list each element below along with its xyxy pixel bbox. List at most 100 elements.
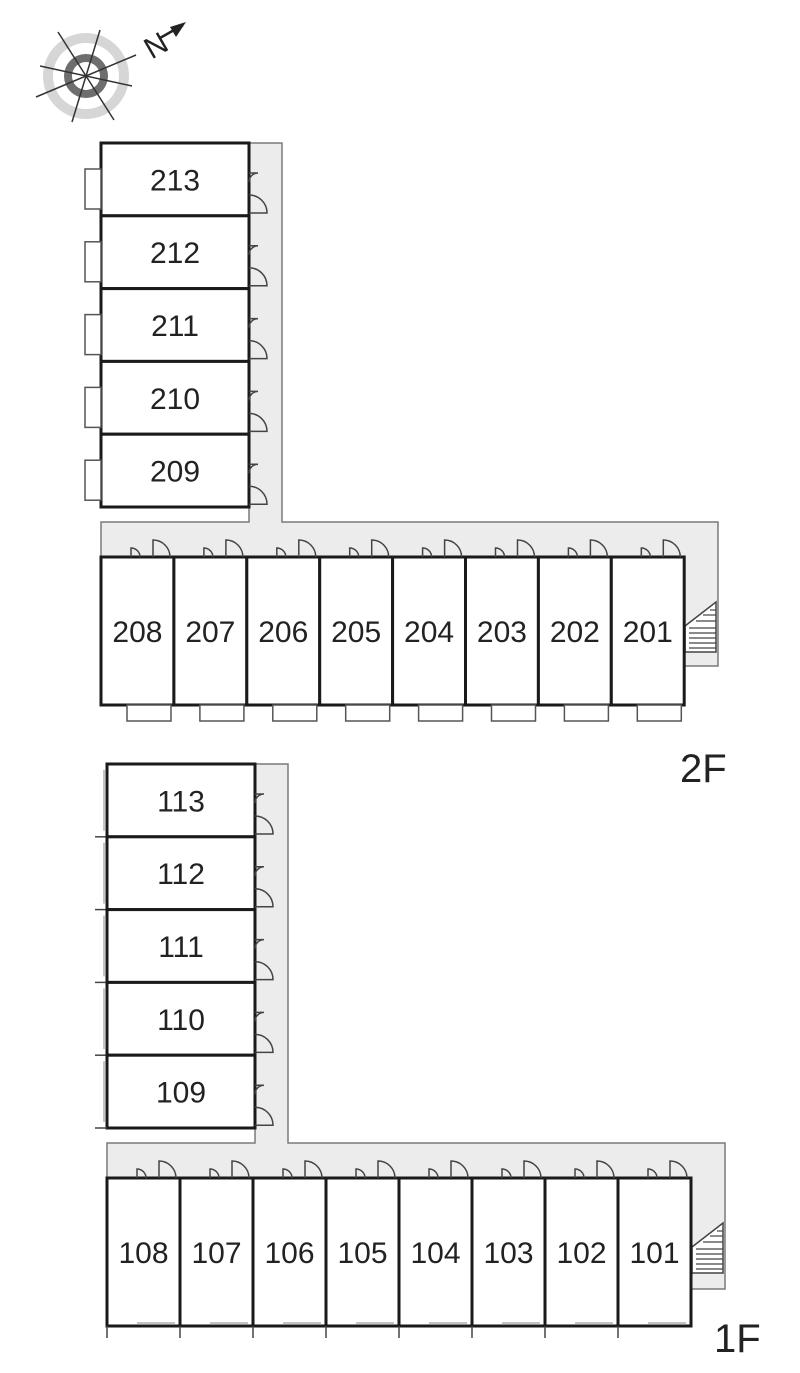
door-swing-icon — [501, 1168, 512, 1179]
door-swing-icon — [248, 485, 268, 505]
floor-label-1f: 1F — [714, 1317, 761, 1361]
door-swing-icon — [304, 1160, 323, 1179]
unit-101: 101 — [616, 1160, 693, 1338]
door-swing-icon — [640, 547, 652, 558]
unit-103: 103 — [470, 1160, 547, 1338]
unit-room — [609, 555, 686, 707]
unit-202: 202 — [536, 539, 613, 722]
unit-room — [318, 555, 395, 707]
unit-number: 205 — [331, 616, 381, 649]
door-swing-icon — [248, 245, 259, 255]
unit-207: 207 — [172, 539, 249, 722]
unit-room — [99, 555, 176, 707]
unit-201: 201 — [609, 539, 686, 722]
unit-room — [99, 432, 251, 509]
unit-number: 208 — [112, 616, 162, 649]
unit-number: 106 — [264, 1237, 314, 1270]
door-swing-icon — [298, 539, 317, 558]
unit-number: 207 — [185, 616, 235, 649]
unit-111: 111 — [95, 908, 274, 984]
door-swing-icon — [254, 888, 274, 908]
door-swing-icon — [254, 793, 265, 804]
door-swing-icon — [209, 1168, 220, 1179]
unit-number: 112 — [157, 858, 205, 891]
unit-room — [105, 835, 257, 912]
door-swing-icon — [428, 1168, 439, 1179]
unit-203: 203 — [464, 539, 540, 722]
door-swing-icon — [248, 339, 268, 360]
unit-room — [105, 1176, 182, 1328]
door-swing-icon — [276, 547, 287, 558]
unit-number: 201 — [623, 616, 673, 649]
door-swing-icon — [254, 1011, 265, 1022]
door-swing-icon — [248, 463, 259, 474]
unit-room — [178, 1176, 255, 1328]
unit-room — [105, 762, 257, 839]
door-swing-icon — [254, 815, 274, 835]
door-swing-icon — [203, 547, 214, 558]
balcony — [272, 704, 318, 722]
unit-number: 203 — [477, 616, 527, 649]
door-swing-icon — [248, 172, 259, 183]
door-swing-icon — [589, 539, 609, 558]
unit-106: 106 — [251, 1160, 328, 1338]
unit-room — [616, 1176, 693, 1328]
unit-110: 110 — [95, 980, 274, 1057]
unit-208: 208 — [99, 539, 176, 722]
door-swing-icon — [152, 539, 171, 558]
unit-104: 104 — [397, 1160, 474, 1338]
door-swing-icon — [248, 390, 259, 401]
unit-number: 202 — [550, 616, 600, 649]
unit-211: 211 — [84, 287, 268, 363]
unit-room — [172, 555, 249, 707]
unit-210: 210 — [84, 359, 268, 436]
door-swing-icon — [231, 1160, 250, 1179]
unit-number: 103 — [483, 1237, 533, 1270]
unit-206: 206 — [245, 539, 322, 722]
door-swing-icon — [254, 960, 274, 981]
door-swing-icon — [647, 1168, 658, 1179]
door-swing-icon — [248, 194, 268, 214]
unit-105: 105 — [324, 1160, 401, 1338]
door-swing-icon — [574, 1168, 585, 1179]
unit-room — [324, 1176, 401, 1328]
unit-number: 101 — [629, 1237, 679, 1270]
unit-number: 211 — [151, 310, 199, 343]
door-swing-icon — [443, 539, 463, 558]
unit-number: 108 — [118, 1237, 168, 1270]
unit-number: 113 — [157, 785, 205, 818]
door-swing-icon — [130, 547, 141, 558]
door-swing-icon — [421, 547, 433, 558]
unit-number: 109 — [156, 1077, 206, 1110]
unit-number: 206 — [258, 616, 308, 649]
unit-room — [105, 980, 257, 1057]
door-swing-icon — [225, 539, 244, 558]
balcony — [563, 704, 610, 722]
balcony — [490, 704, 537, 722]
door-swing-icon — [248, 267, 268, 287]
door-swing-icon — [248, 412, 268, 433]
door-swing-icon — [254, 938, 265, 949]
unit-205: 205 — [318, 539, 395, 722]
unit-number: 110 — [157, 1004, 205, 1037]
unit-number: 104 — [410, 1237, 460, 1270]
unit-number: 209 — [150, 456, 200, 489]
unit-room — [536, 555, 613, 707]
north-arrow-icon — [159, 22, 186, 40]
door-swing-icon — [567, 547, 579, 558]
unit-112: 112 — [95, 835, 274, 912]
door-swing-icon — [248, 317, 259, 328]
unit-number: 204 — [404, 616, 454, 649]
unit-room — [397, 1176, 474, 1328]
unit-number: 102 — [556, 1237, 606, 1270]
unit-room — [470, 1176, 547, 1328]
door-swing-icon — [523, 1160, 542, 1179]
door-swing-icon — [669, 1160, 688, 1179]
compass-spokes — [35, 29, 137, 123]
unit-113: 113 — [95, 762, 274, 839]
unit-room — [245, 555, 322, 707]
door-swing-icon — [662, 539, 682, 558]
balcony — [84, 313, 102, 356]
unit-room — [464, 555, 540, 707]
